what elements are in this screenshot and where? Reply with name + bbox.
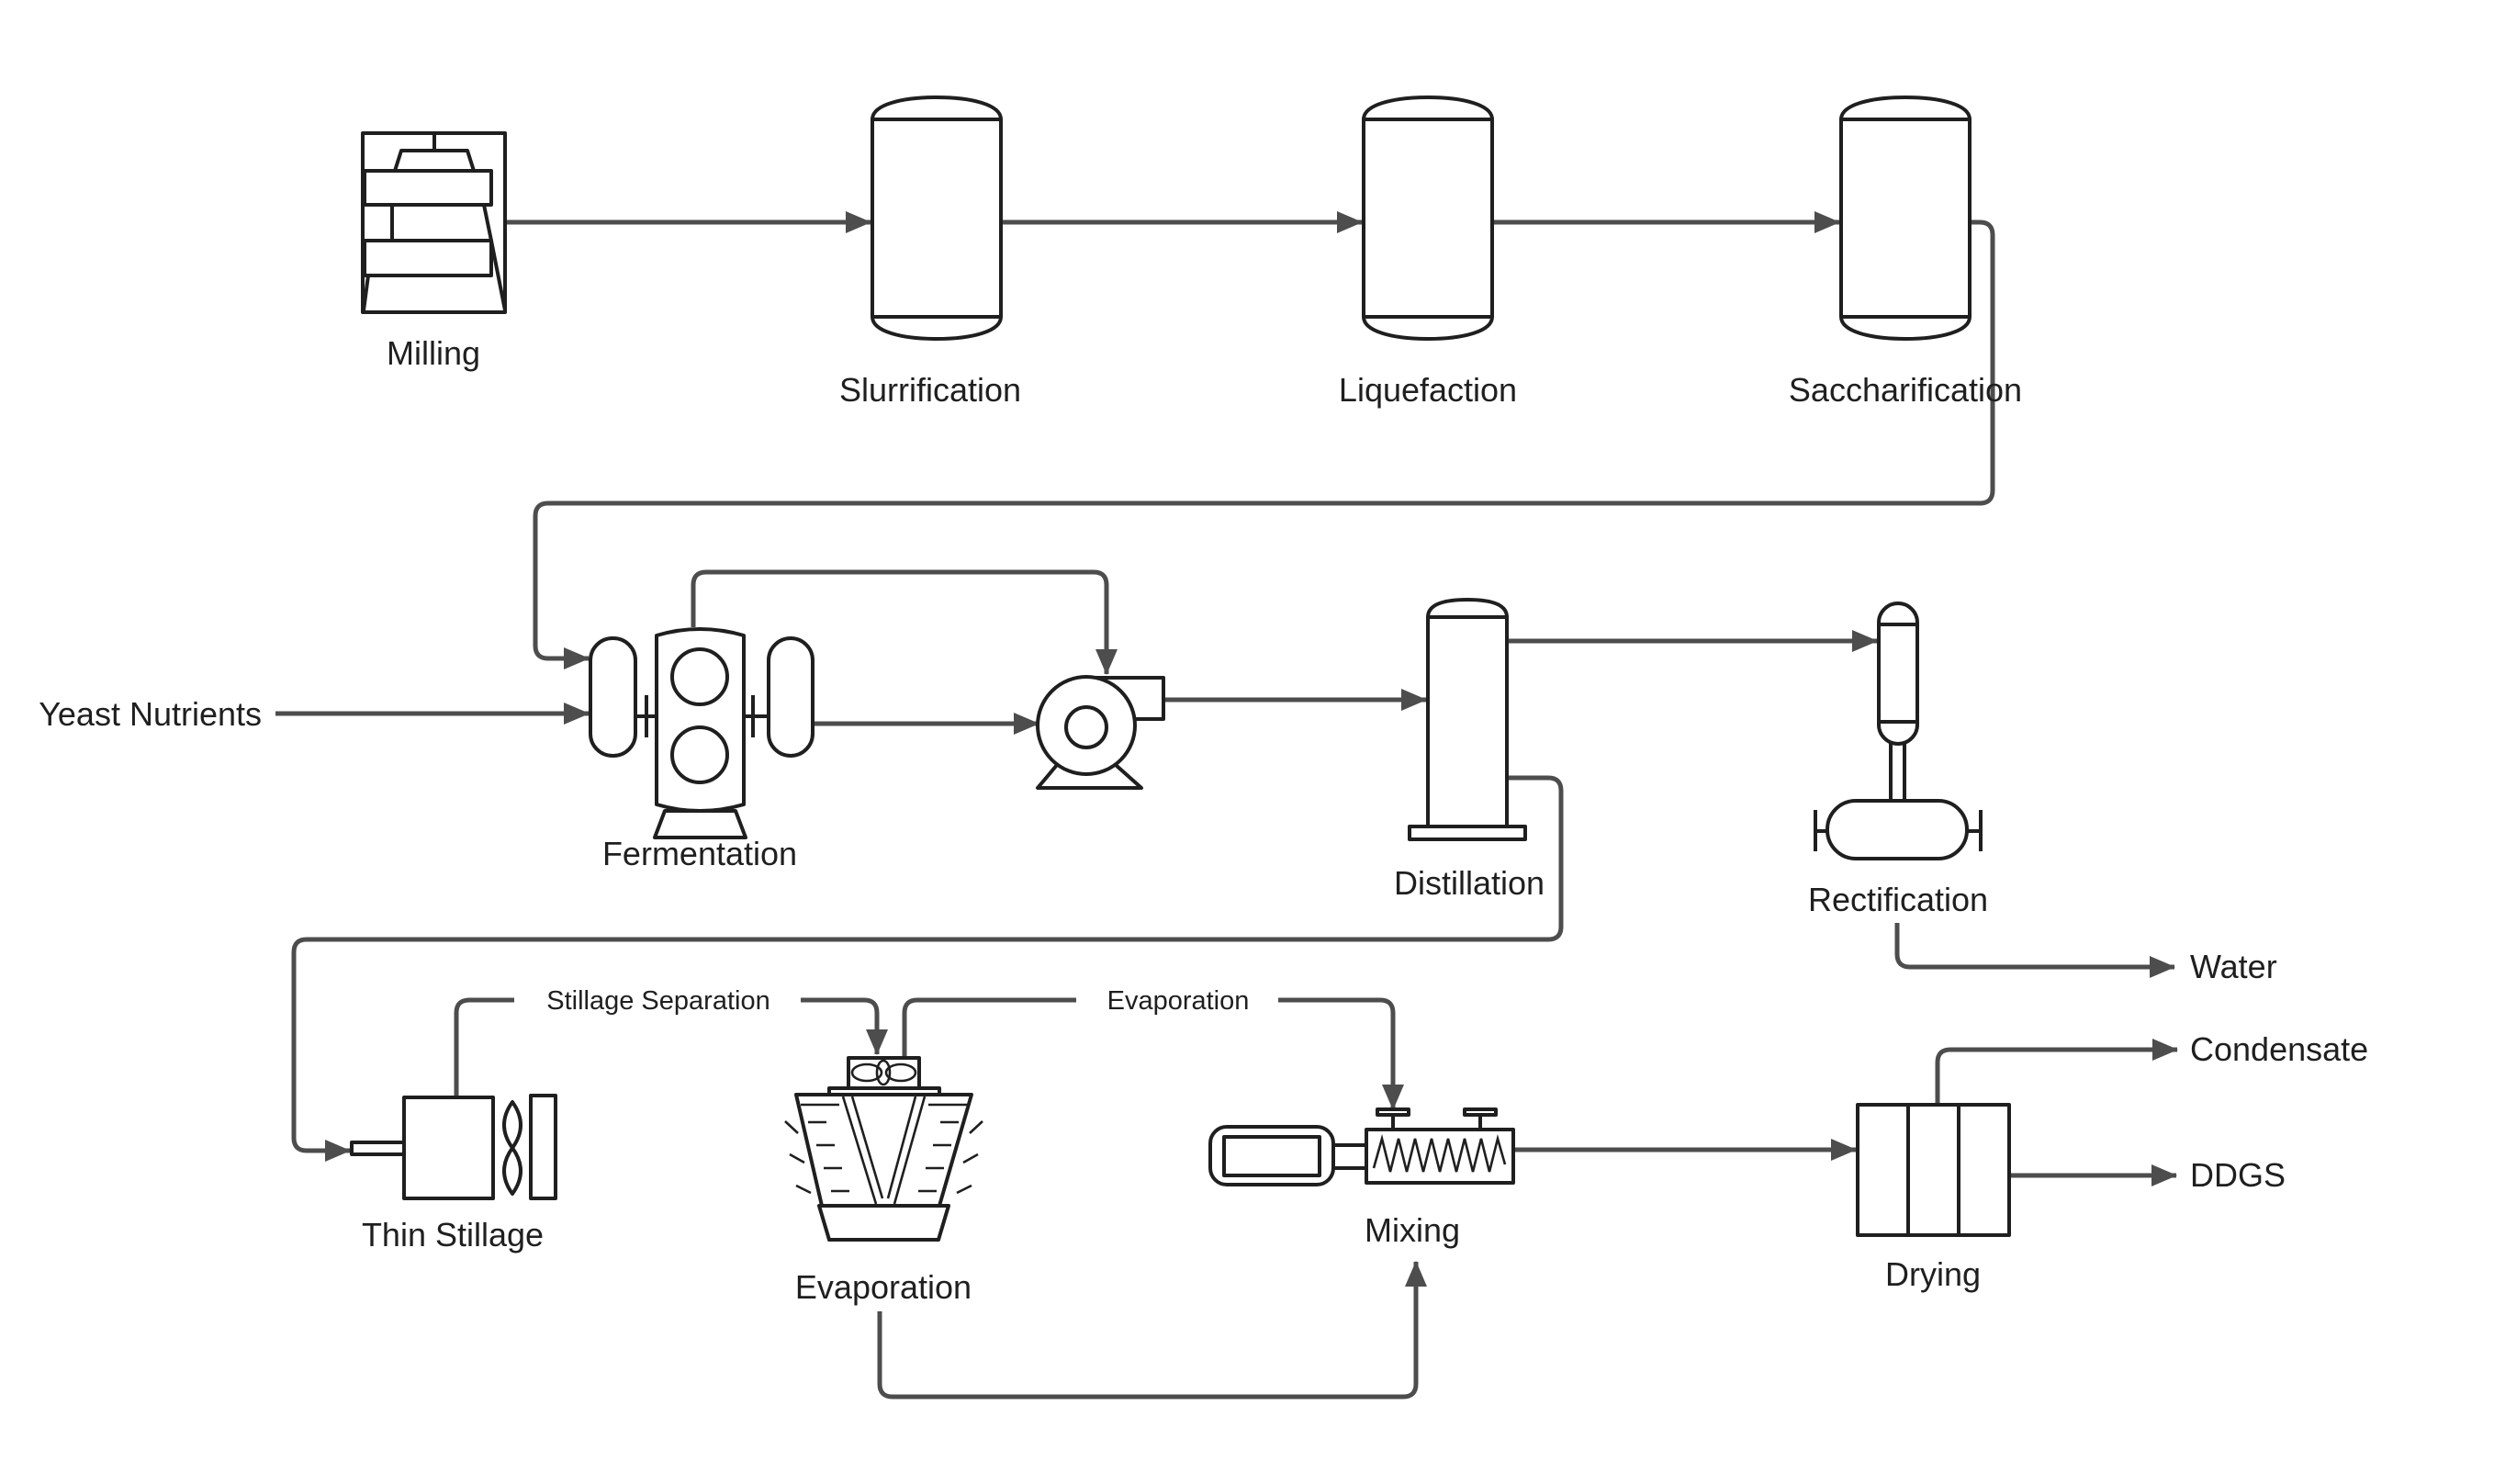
label-evaporation: Evaporation bbox=[795, 1268, 972, 1306]
pump-icon bbox=[1036, 675, 1165, 790]
label-milling: Milling bbox=[387, 334, 480, 372]
label-condensate: Condensate bbox=[2190, 1030, 2368, 1068]
milling-icon bbox=[361, 131, 507, 314]
mixing-icon bbox=[1208, 1107, 1515, 1186]
label-yeast-nutrients: Yeast Nutrients bbox=[39, 695, 262, 733]
label-rectification: Rectification bbox=[1808, 881, 1988, 918]
drying-icon bbox=[1856, 1103, 2011, 1237]
label-evaporation-line: Evaporation bbox=[1107, 986, 1250, 1016]
label-distillation: Distillation bbox=[1394, 864, 1545, 902]
flow-fermentation-top-to-pump bbox=[691, 569, 1118, 675]
label-ddgs: DDGS bbox=[2190, 1156, 2286, 1194]
flow-drying-condensate bbox=[1935, 1039, 2178, 1105]
thin-stillage-icon bbox=[350, 1094, 557, 1200]
label-mixing: Mixing bbox=[1365, 1211, 1460, 1249]
label-water: Water bbox=[2190, 948, 2277, 985]
liquefaction-vessel-icon bbox=[1362, 96, 1494, 341]
slurrification-vessel-icon bbox=[871, 96, 1003, 341]
flow-stillage-separation-left bbox=[454, 997, 514, 1097]
label-drying: Drying bbox=[1885, 1255, 1981, 1293]
labels: Milling Slurrification Liquefaction Sacc… bbox=[39, 334, 2368, 1306]
flow-evaporation-out-right bbox=[1278, 997, 1404, 1110]
label-saccharification: Saccharification bbox=[1789, 371, 2022, 409]
flow-stillage-separation-right bbox=[801, 997, 888, 1055]
label-slurrification: Slurrification bbox=[839, 371, 1021, 409]
flow-evaporation-bottom-to-mixing bbox=[877, 1261, 1427, 1400]
saccharification-vessel-icon bbox=[1839, 96, 1972, 341]
evaporation-icon bbox=[784, 1056, 983, 1242]
flow-lines bbox=[275, 211, 2178, 1400]
label-stillage-separation: Stillage Separation bbox=[546, 986, 770, 1016]
label-fermentation: Fermentation bbox=[602, 835, 797, 872]
flow-evaporation-out-left bbox=[902, 997, 1076, 1058]
label-thin-stillage: Thin Stillage bbox=[362, 1216, 544, 1254]
fermentation-icon bbox=[589, 627, 814, 839]
flow-distillation-bottoms-to-thin-stillage bbox=[291, 775, 1564, 1162]
rectification-icon bbox=[1814, 601, 1983, 860]
distillation-column-icon bbox=[1408, 598, 1527, 841]
flow-rectification-water bbox=[1894, 923, 2175, 978]
label-liquefaction: Liquefaction bbox=[1339, 371, 1517, 409]
flow-saccharification-return-to-fermentation bbox=[533, 219, 1995, 669]
